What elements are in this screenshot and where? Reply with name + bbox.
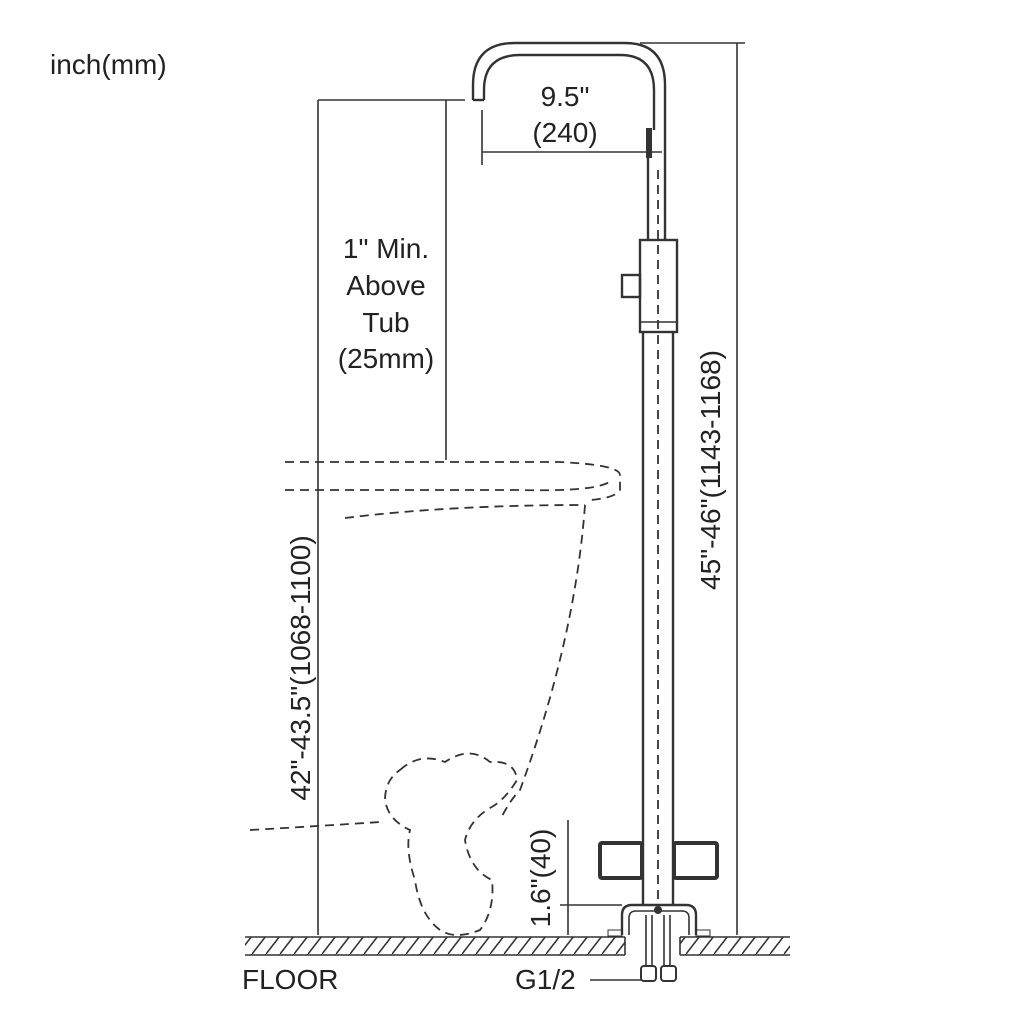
faucet-spout <box>471 41 667 240</box>
floor-label: FLOOR <box>242 964 338 995</box>
above-tub-line-2: Above <box>346 270 425 301</box>
faucet-body <box>598 170 719 982</box>
spout-height-label: 42"-43.5"(1068-1100) <box>285 535 316 800</box>
floor <box>245 936 790 956</box>
base-height-label: 1.6"(40) <box>525 829 556 928</box>
above-tub-line-3: Tub <box>362 307 409 338</box>
dimension-lines <box>317 42 745 935</box>
hose-nut-right <box>660 965 677 982</box>
total-height-label: 45"-46"(1143-1168) <box>695 350 726 590</box>
wall-plate-left <box>598 841 644 880</box>
units-label: inch(mm) <box>50 49 167 80</box>
above-tub-line-1: 1" Min. <box>343 233 429 264</box>
spout-reach-mm: (240) <box>532 117 597 148</box>
above-tub-line-4: (25mm) <box>338 343 434 374</box>
handle-lever <box>620 273 642 299</box>
spout-reach-inch: 9.5" <box>541 81 590 112</box>
hose-nut-left <box>640 965 657 982</box>
connection-label: G1/2 <box>515 964 576 995</box>
wall-plate-right <box>672 841 719 880</box>
